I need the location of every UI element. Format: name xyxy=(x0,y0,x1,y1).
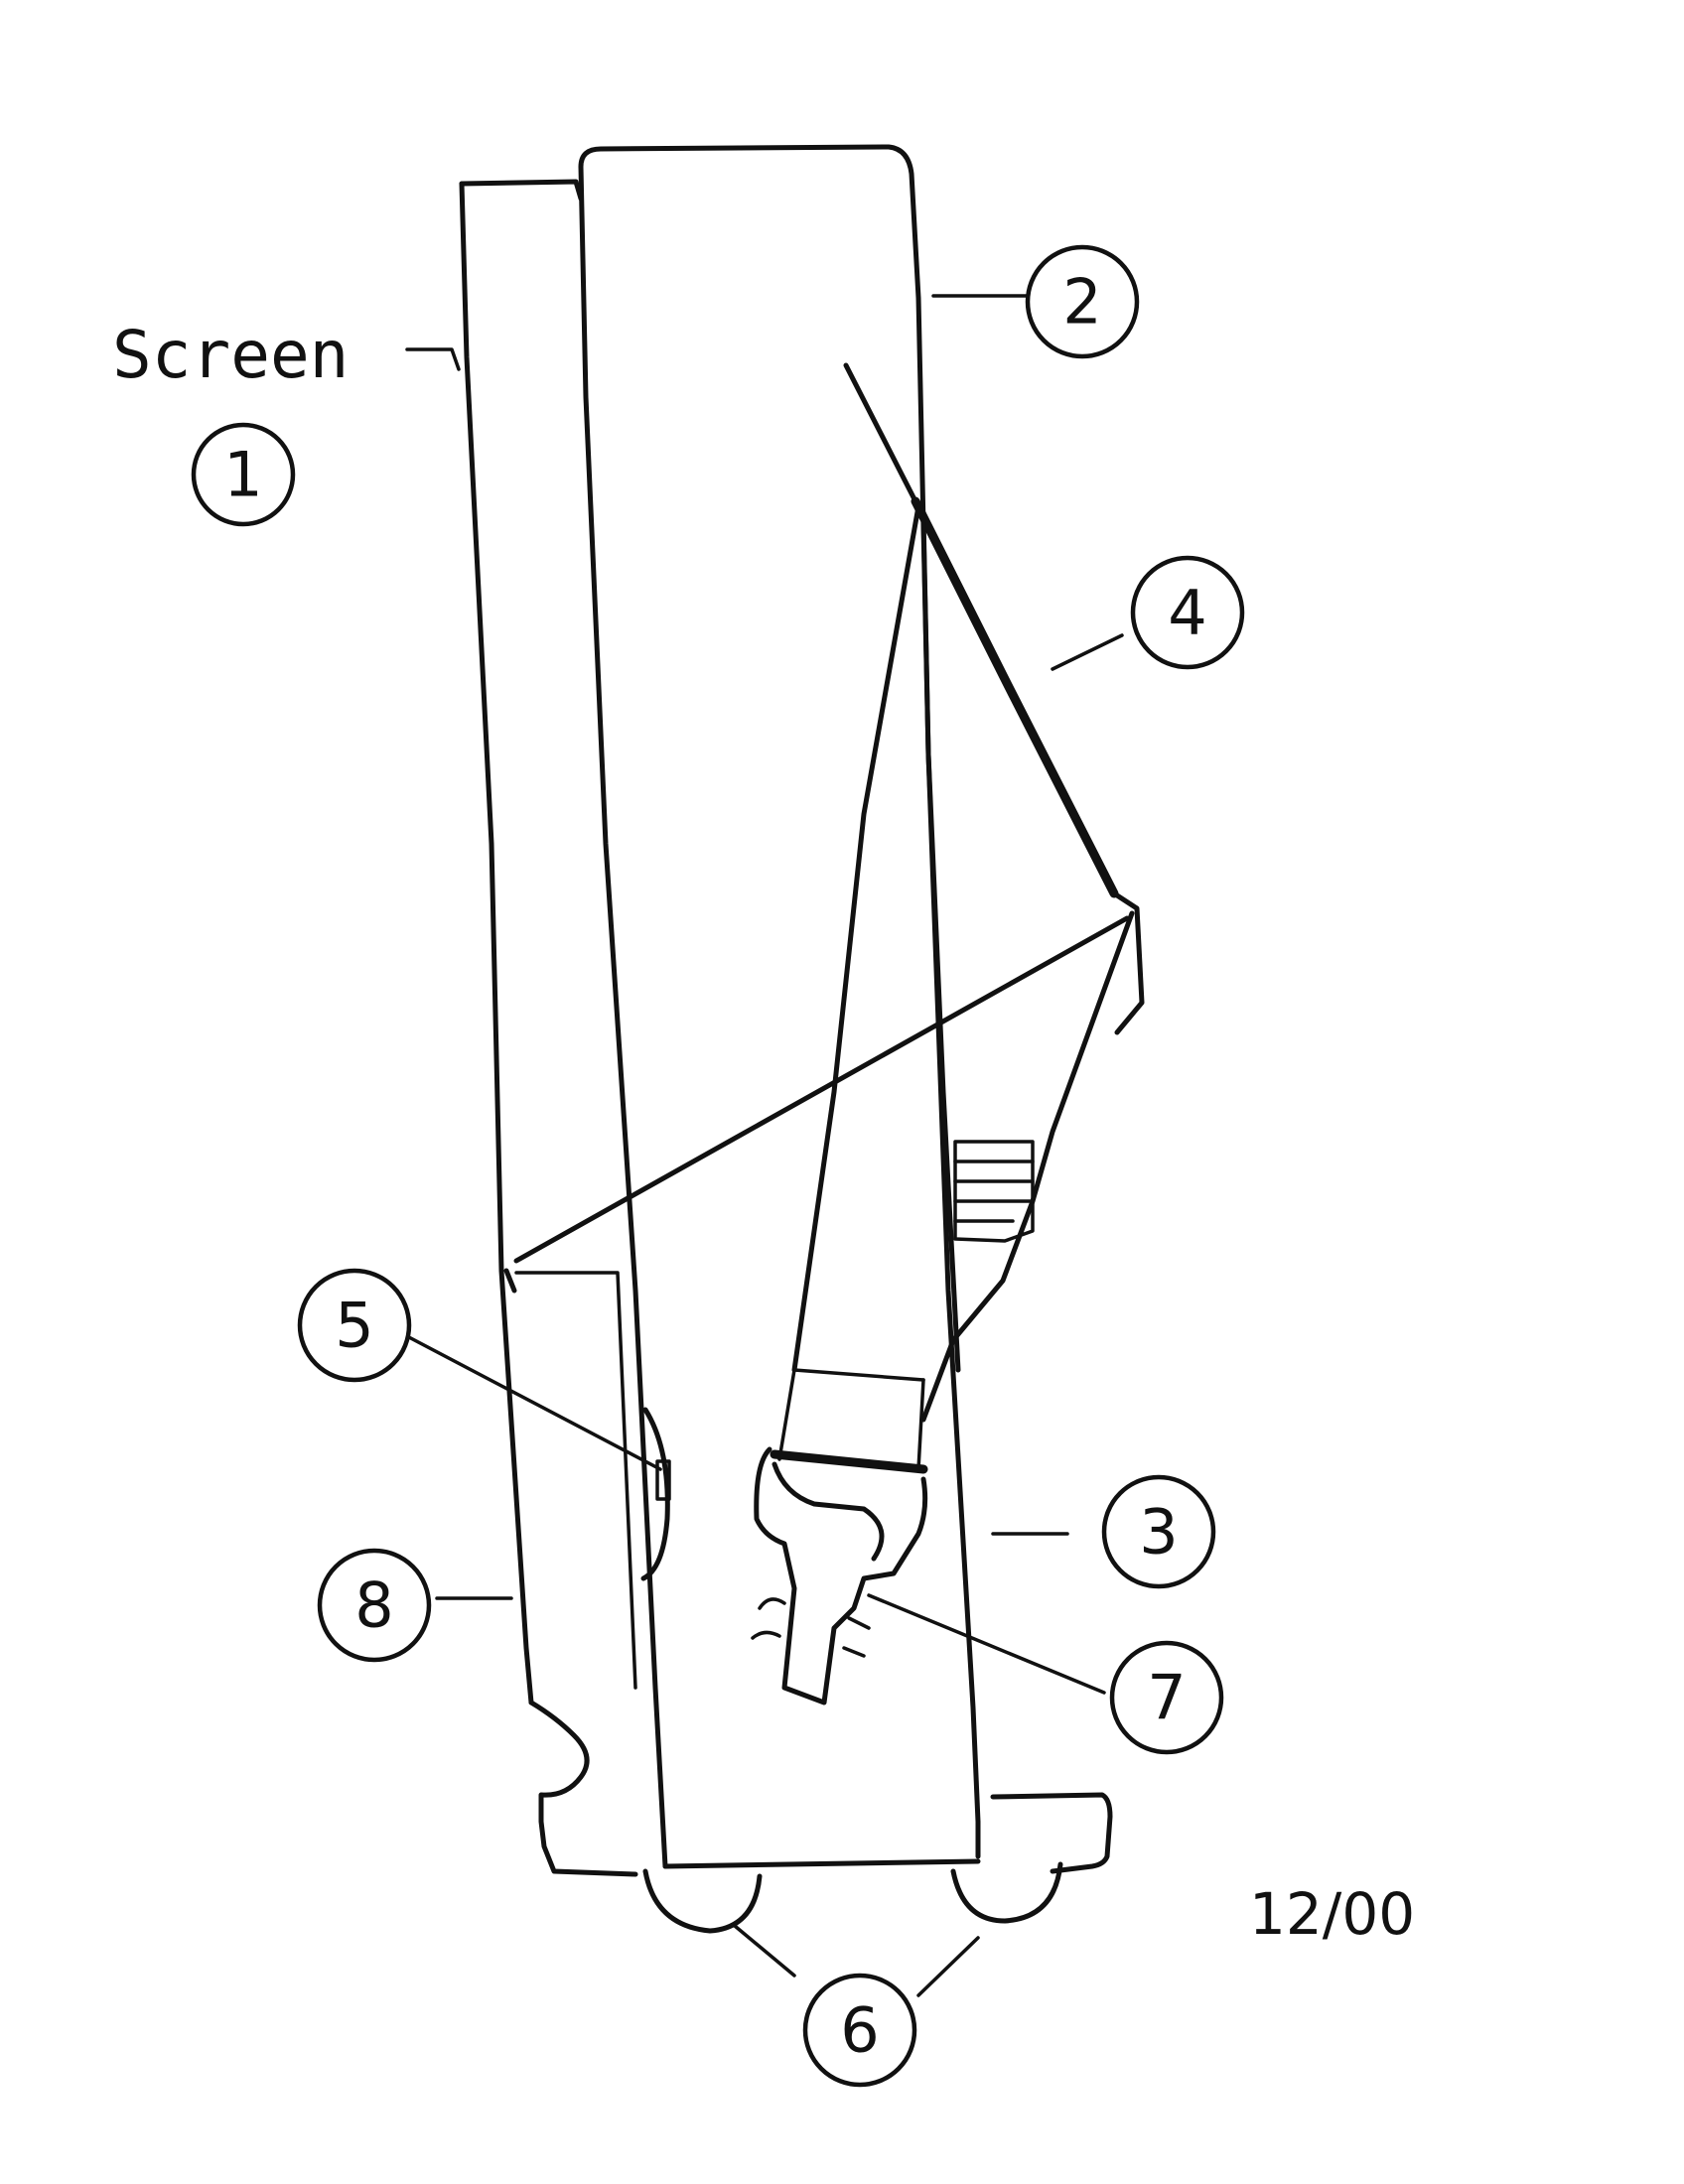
callout-number: 7 xyxy=(1147,1662,1186,1734)
callout-number: 5 xyxy=(335,1290,373,1362)
callout-number: 4 xyxy=(1168,577,1206,649)
callout-number: 1 xyxy=(223,439,262,511)
seat-back-screen xyxy=(459,179,638,1877)
harness-straps xyxy=(513,362,1145,1423)
callout-number: 8 xyxy=(354,1570,393,1642)
callout-6: 6 xyxy=(802,1973,917,2088)
callout-number: 2 xyxy=(1062,266,1101,339)
rear-wheel xyxy=(950,1861,1063,1924)
callout-3: 3 xyxy=(1101,1474,1216,1589)
revision-date: 12/00 xyxy=(1249,1880,1415,1948)
callout-8: 8 xyxy=(317,1548,432,1663)
callout-2: 2 xyxy=(1025,244,1140,359)
callout-1: 1 xyxy=(191,422,296,527)
side-pad xyxy=(640,1407,671,1581)
callout-4: 4 xyxy=(1130,555,1245,670)
leader-lines xyxy=(403,294,1124,1997)
front-wheel xyxy=(642,1868,763,1934)
callout-number: 6 xyxy=(840,1994,879,2067)
wheels xyxy=(642,1861,1063,1934)
callout-number: 3 xyxy=(1139,1496,1178,1569)
callout-5: 5 xyxy=(297,1268,412,1383)
buckle-assembly xyxy=(751,1368,928,1706)
seat-main-panel xyxy=(578,144,1113,1874)
screen-label: Screen xyxy=(112,317,349,393)
callout-7: 7 xyxy=(1109,1640,1224,1755)
